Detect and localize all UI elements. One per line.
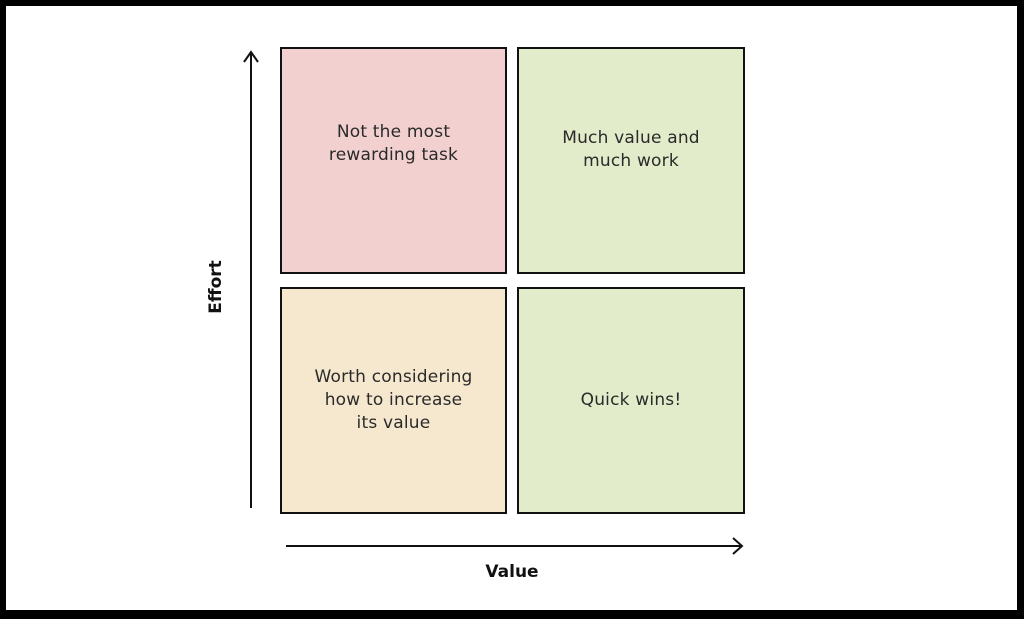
quadrant-top-left-text: Not the most rewarding task (328, 122, 459, 165)
quadrant-bottom-right: Quick wins! (517, 287, 745, 514)
y-axis-arrow (243, 50, 259, 508)
quadrant-bottom-left: Worth considering how to increase its va… (280, 287, 507, 514)
quadrant-top-left: Not the most rewarding task (280, 47, 507, 274)
quadrant-top-right: Much value and much work (517, 47, 745, 274)
quadrant-bottom-left-text: Worth considering how to increase its va… (314, 367, 473, 433)
quadrant-bottom-right-text: Quick wins! (580, 390, 682, 410)
x-axis-arrow (286, 537, 744, 555)
quadrant-top-right-text: Much value and much work (562, 128, 700, 171)
y-axis-label: Effort (206, 260, 226, 314)
diagram-canvas: Not the most rewarding task Much value a… (6, 6, 1017, 610)
axes (243, 50, 744, 555)
x-axis-label: Value (485, 562, 539, 582)
